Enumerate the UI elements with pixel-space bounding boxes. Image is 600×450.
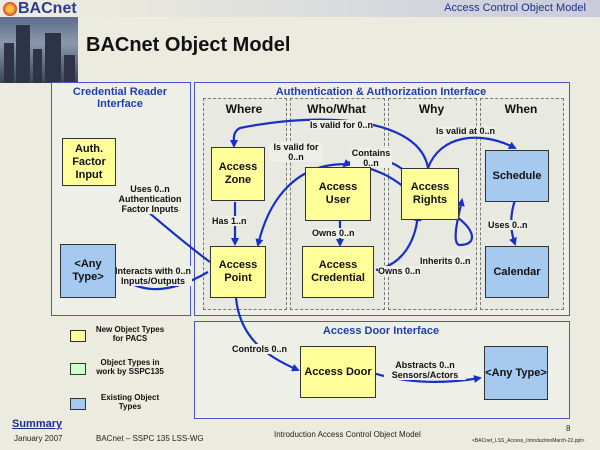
footer-file: <BACnet_LSS_Access_IntroductionMarch-22.… [472,438,585,444]
column-header-why: Why [418,102,445,116]
legend-new: New Object Types for PACS [95,325,165,343]
rel-uses-cal: Uses 0..n [488,220,528,230]
summary-link[interactable]: Summary [12,418,63,430]
legend-swatch-existing [70,398,86,410]
rel-is-valid-for-top: Is valid for 0..n [310,120,374,130]
column-header-where: Where [225,102,263,116]
rel-inherits: Inherits 0..n [420,256,471,266]
rel-is-valid-at: Is valid at 0..n [436,126,496,136]
logo-text: BACnet [18,0,77,17]
box-access-zone: Access Zone [211,147,265,201]
box-calendar: Calendar [485,246,549,298]
city-skyline-image [0,17,78,83]
arrow-door-to-any [369,370,482,383]
legend-swatch-work [70,363,86,375]
rel-owns-cred: Owns 0..n [378,266,421,276]
box-any-type-door: <Any Type> [484,346,548,400]
arrow-rights-to-schedule [426,136,517,169]
footer-committee: BACnet – SSPC 135 LSS-WG [96,434,204,443]
box-any-type-reader: <Any Type> [60,244,116,298]
rel-contains: Contains 0..n [350,148,392,168]
auth-panel-title: Authentication & Authorization Interface [275,86,487,98]
column-header-whowhat: Who/What [307,102,366,116]
arrow-cred-to-rights [375,213,422,272]
legend-work: Object Types in work by SSPC135 [96,358,164,376]
footer-page-number: 8 [566,424,571,433]
bacnet-logo-icon [3,2,17,16]
footer-date: January 2007 [14,434,63,443]
box-access-door: Access Door [300,346,376,398]
box-auth-factor-input: Auth. Factor Input [62,138,116,186]
deck-title: Access Control Object Model [444,2,586,14]
rel-controls: Controls 0..n [232,344,288,354]
footer-topic: Introduction Access Control Object Model [274,430,421,439]
box-access-rights: Access Rights [401,168,459,220]
slide-title: BACnet Object Model [86,34,291,56]
credential-reader-title: Credential Reader Interface [72,86,168,110]
header-bar [80,0,600,17]
door-panel [194,321,570,419]
rel-abstracts: Abstracts 0..n Sensors/Actors [384,360,466,380]
rel-has: Has 1..n [212,216,247,226]
box-schedule: Schedule [485,150,549,202]
arrow-rights-to-zone [229,118,430,169]
rel-uses-auth: Uses 0..n Authentication Factor Inputs [112,184,188,214]
door-panel-title: Access Door Interface [322,325,440,337]
rel-owns-user: Owns 0..n [312,228,355,238]
arrow-point-to-door [234,297,300,372]
legend-swatch-new [70,330,86,342]
rel-interacts: Interacts with 0..n Inputs/Outputs [114,266,192,286]
arrow-rights-to-point [255,163,406,247]
box-access-point: Access Point [210,246,266,298]
column-header-when: When [504,102,538,116]
box-access-credential: Access Credential [302,246,374,298]
box-access-user: Access User [305,167,371,221]
rel-is-valid-for-mid: Is valid for 0..n [269,142,323,162]
legend-existing: Existing Object Types [100,393,160,411]
